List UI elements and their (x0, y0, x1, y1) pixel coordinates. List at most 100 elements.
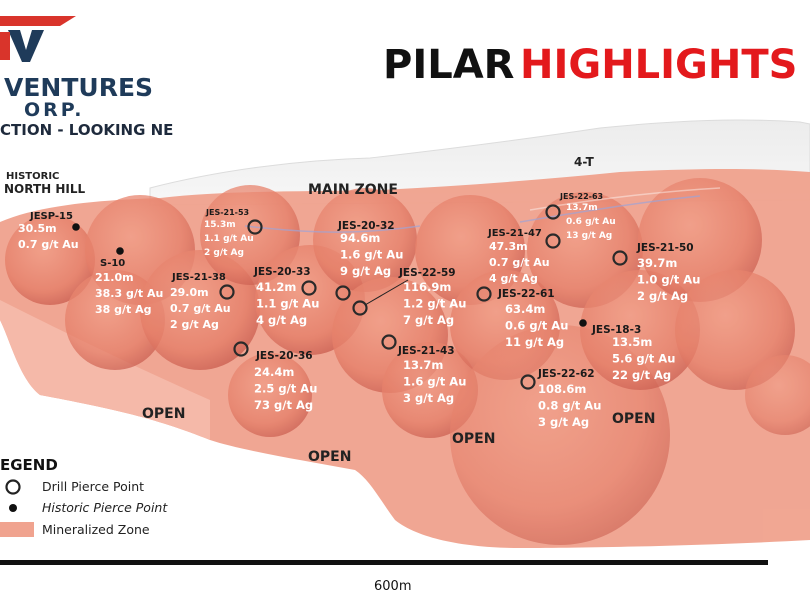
hole-intercept-text: 13.7m (403, 358, 443, 372)
hole-intercept-text: 24.4m (254, 365, 294, 379)
hole-id-label: JES-21-47 (487, 228, 542, 239)
hole-intercept-text: 0.8 g/t Au (538, 399, 601, 413)
hole-id-label: JES-22-59 (398, 267, 456, 279)
hole-intercept-text: 1.2 g/t Au (403, 297, 466, 311)
hole-id-label: JES-21-53 (205, 208, 249, 217)
historic-pierce-point-icon (9, 504, 17, 512)
drill-pierce-point-icon (233, 341, 249, 357)
hole-intercept-text: 1.6 g/t Au (403, 375, 466, 389)
hole-intercept-text: 0.7 g/t Au (18, 238, 79, 251)
hole-intercept-text: 5.6 g/t Au (612, 352, 675, 366)
hole-intercept-text: 2 g/t Ag (170, 318, 219, 331)
hole-intercept-text: 38 g/t Ag (95, 303, 152, 316)
hole-id-label: JES-22-61 (497, 288, 555, 300)
legend: EGEND Drill Pierce Point Historic Pierce… (0, 456, 168, 537)
historic-pierce-point-icon (116, 247, 124, 255)
drill-pierce-point-icon (219, 284, 235, 300)
hole-intercept-text: 9 g/t Ag (340, 264, 391, 278)
legend-historic: Historic Pierce Point (42, 500, 168, 515)
title-part1: PILAR (383, 42, 514, 88)
hole-intercept-text: 116.9m (403, 280, 451, 294)
drill-pierce-point-icon (352, 300, 368, 316)
drill-pierce-point-icon (381, 334, 397, 350)
hole-id-label: JES-20-36 (255, 350, 313, 362)
hole-intercept-text: 1.6 g/t Au (340, 248, 403, 262)
pierce-point-markers (72, 204, 628, 390)
hole-id-label: JES-20-33 (253, 266, 311, 278)
hole-intercept-text: 94.6m (340, 231, 380, 245)
hole-id-label: JES-22-62 (537, 368, 595, 380)
hole-intercept-text: 47.3m (489, 240, 528, 253)
drill-pierce-point-icon (612, 250, 628, 266)
open-label: OPEN (612, 411, 655, 427)
hole-intercept-text: 2 g/t Ag (204, 248, 244, 258)
hole-intercept-text: 2 g/t Ag (637, 289, 688, 303)
mineralized-zone-body (0, 169, 810, 548)
hole-intercept-text: 7 g/t Ag (403, 313, 454, 327)
open-label: OPEN (452, 431, 495, 447)
historic-pierce-point-icon (579, 319, 587, 327)
hole-intercept-text: 22 g/t Ag (612, 368, 671, 382)
company-logo: VENTURES ORP. (0, 16, 153, 121)
hole-intercept-text: 15.3m (204, 220, 236, 230)
hole-id-label: JES-21-38 (171, 272, 226, 283)
title-part2: HIGHLIGHTS (520, 42, 797, 88)
hole-intercept-text: 73 g/t Ag (254, 398, 313, 412)
hole-id-label: JES-21-43 (397, 345, 455, 357)
open-label: OPEN (308, 449, 351, 465)
main-zone-label: MAIN ZONE (308, 182, 398, 198)
hole-intercept-text: 13.7m (566, 203, 598, 213)
drill-pierce-point-icon (476, 286, 492, 302)
hole-intercept-text: 21.0m (95, 271, 134, 284)
north-hill-label: NORTH HILL (4, 182, 86, 196)
logo-brand-line2: ORP. (24, 99, 84, 121)
hole-intercept-text: 13.5m (612, 335, 652, 349)
drill-pierce-point-icon (247, 219, 263, 235)
scale-label: 600m (374, 579, 411, 594)
hole-intercept-text: 3 g/t Ag (403, 391, 454, 405)
legend-zone: Mineralized Zone (42, 522, 150, 537)
drill-pierce-point-icon (5, 479, 21, 495)
section-label: CTION - LOOKING NE (0, 121, 173, 139)
hole-id-label: JES-21-50 (636, 242, 694, 254)
hole-intercept-text: 0.7 g/t Au (170, 302, 231, 315)
hole-id-label: JESP-15 (29, 211, 73, 222)
hole-intercept-text: 11 g/t Ag (505, 335, 564, 349)
hole-intercept-text: 1.1 g/t Au (256, 297, 319, 311)
hole-id-label: JES-22-63 (559, 192, 603, 201)
logo-red-bar-icon (0, 16, 76, 26)
hole-intercept-text: 1.1 g/t Au (204, 234, 254, 244)
legend-drill: Drill Pierce Point (42, 479, 144, 494)
hole-intercept-text: 108.6m (538, 382, 586, 396)
scale-bar (0, 560, 768, 565)
hole-intercept-text: 29.0m (170, 286, 209, 299)
hole-intercept-text: 41.2m (256, 280, 296, 294)
four-t-label: 4-T (574, 155, 595, 169)
logo-brand-line1: VENTURES (4, 73, 153, 102)
drill-pierce-point-icon (545, 204, 561, 220)
hole-intercept-text: 0.7 g/t Au (489, 256, 550, 269)
hole-id-label: JES-20-32 (337, 220, 395, 232)
hole-intercept-text: 4 g/t Ag (489, 272, 538, 285)
open-label: OPEN (142, 406, 185, 422)
drill-pierce-point-icon (301, 280, 317, 296)
legend-title: EGEND (0, 456, 58, 474)
hole-id-label: JES-18-3 (591, 324, 641, 336)
historic-label: HISTORIC (6, 171, 59, 182)
drill-pierce-point-icon (335, 285, 351, 301)
hole-intercept-text: 63.4m (505, 302, 545, 316)
historic-pierce-point-icon (72, 223, 80, 231)
drill-pierce-point-icon (520, 374, 536, 390)
logo-v-icon (8, 30, 44, 62)
hole-intercept-text: 38.3 g/t Au (95, 287, 163, 300)
leader-line (364, 279, 409, 306)
mineralized-zone-swatch (0, 522, 34, 537)
hole-intercept-text: 30.5m (18, 222, 57, 235)
hole-intercept-text: 3 g/t Ag (538, 415, 589, 429)
hole-intercept-text: 0.6 g/t Au (505, 319, 568, 333)
hole-intercept-text: 13 g/t Ag (566, 231, 612, 241)
hole-intercept-text: 2.5 g/t Au (254, 382, 317, 396)
hole-intercept-text: 1.0 g/t Au (637, 273, 700, 287)
